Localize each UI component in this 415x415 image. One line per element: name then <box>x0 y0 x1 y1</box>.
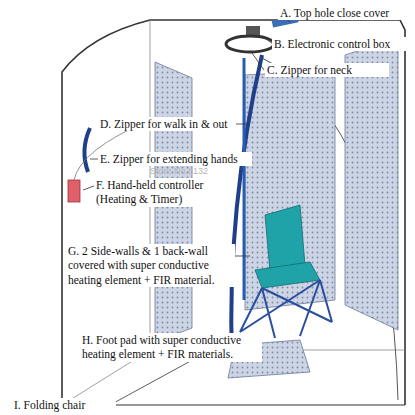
side-heating-panel <box>345 38 398 330</box>
chair-seat <box>255 262 320 288</box>
callout-label: D. Zipper for walk in & out <box>98 117 236 131</box>
callout-label: A. Top hole close cover <box>278 6 412 20</box>
neck-ring <box>226 36 274 52</box>
callout-label: F. Hand-held controller (Heating & Timer… <box>94 178 222 207</box>
callout-label: C. Zipper for neck <box>265 63 389 77</box>
chair-legs <box>240 280 332 338</box>
callout-label: G. 2 Side-walls & 1 back-wall covered wi… <box>66 244 235 287</box>
neck-zipper <box>243 58 246 300</box>
callout-label: B. Electronic control box <box>272 37 412 51</box>
walk-in-zipper <box>231 55 262 360</box>
hand-zipper <box>84 128 90 172</box>
callout-label: H. Foot pad with super conductive heatin… <box>80 333 262 362</box>
chair-back <box>265 205 305 272</box>
hand-controller <box>68 180 80 202</box>
tent-outline <box>62 20 405 405</box>
control-box <box>246 26 260 36</box>
watermark: Store No.8132 <box>150 166 208 176</box>
callout-label: I. Folding chair <box>12 398 116 412</box>
callout-label: E. Zipper for extending hands <box>98 152 252 166</box>
back-heating-panel <box>245 70 335 310</box>
